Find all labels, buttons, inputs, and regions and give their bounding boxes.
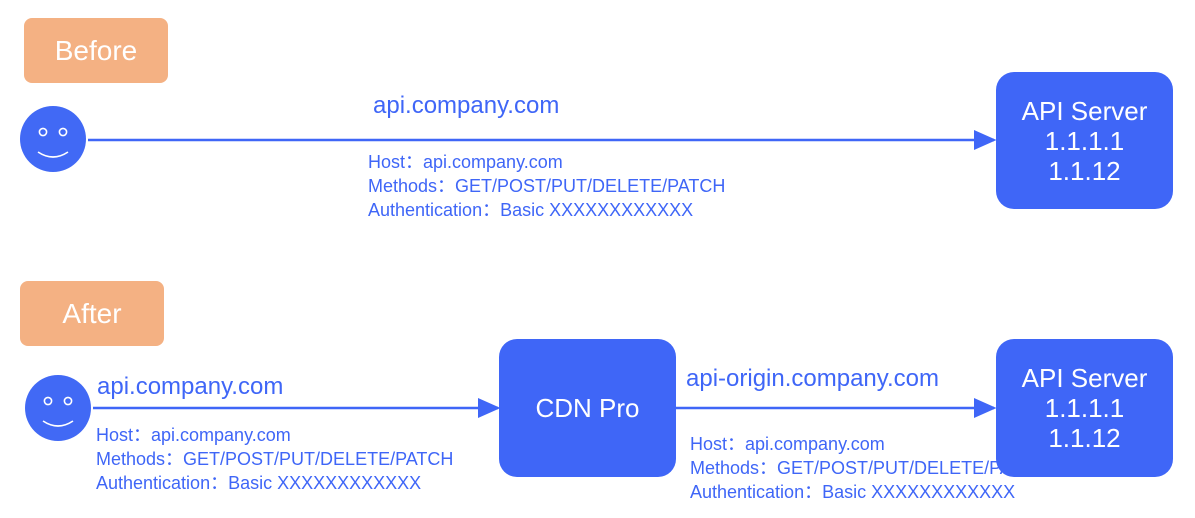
after-api-server: API Server 1.1.1.1 1.1.12 [996, 339, 1173, 477]
after-server-title: API Server [1021, 363, 1148, 393]
after-origin-url: api-origin.company.com [686, 365, 939, 392]
after-client-request-info: Host：api.company.com Methods：GET/POST/PU… [96, 423, 453, 495]
after-tag: After [20, 281, 164, 346]
after-origin-methods: Methods：GET/POST/PUT/DELETE/PATCH [690, 458, 1048, 478]
after-client-auth: Authentication：Basic XXXXXXXXXXXX [96, 473, 422, 493]
before-url: api.company.com [373, 92, 560, 119]
cdn-pro-label: CDN Pro [535, 393, 640, 423]
after-server-ip1: 1.1.1.1 [1044, 393, 1125, 423]
after-origin-auth: Authentication：Basic XXXXXXXXXXXX [690, 482, 1016, 502]
before-methods: Methods：GET/POST/PUT/DELETE/PATCH [368, 176, 726, 196]
after-client-url: api.company.com [97, 373, 284, 400]
after-server-ip2: 1.1.12 [1048, 423, 1121, 453]
after-origin-host: Host：api.company.com [690, 434, 885, 454]
after-client-host: Host：api.company.com [96, 425, 291, 445]
before-request-info: Host：api.company.com Methods：GET/POST/PU… [368, 150, 725, 222]
client-face-icon [25, 375, 91, 441]
before-tag: Before [24, 18, 168, 83]
cdn-pro-box: CDN Pro [499, 339, 676, 477]
before-server-title: API Server [1021, 95, 1148, 126]
after-client-methods: Methods：GET/POST/PUT/DELETE/PATCH [96, 449, 454, 469]
before-auth: Authentication：Basic XXXXXXXXXXXX [368, 200, 694, 220]
before-server-ip1: 1.1.1.1 [1044, 125, 1125, 156]
client-face-icon [20, 106, 86, 172]
after-origin-request-info: Host：api.company.com Methods：GET/POST/PU… [690, 432, 1047, 504]
before-api-server: API Server 1.1.1.1 1.1.12 [996, 72, 1173, 209]
before-server-ip2: 1.1.12 [1048, 155, 1121, 186]
before-host: Host：api.company.com [368, 152, 563, 172]
